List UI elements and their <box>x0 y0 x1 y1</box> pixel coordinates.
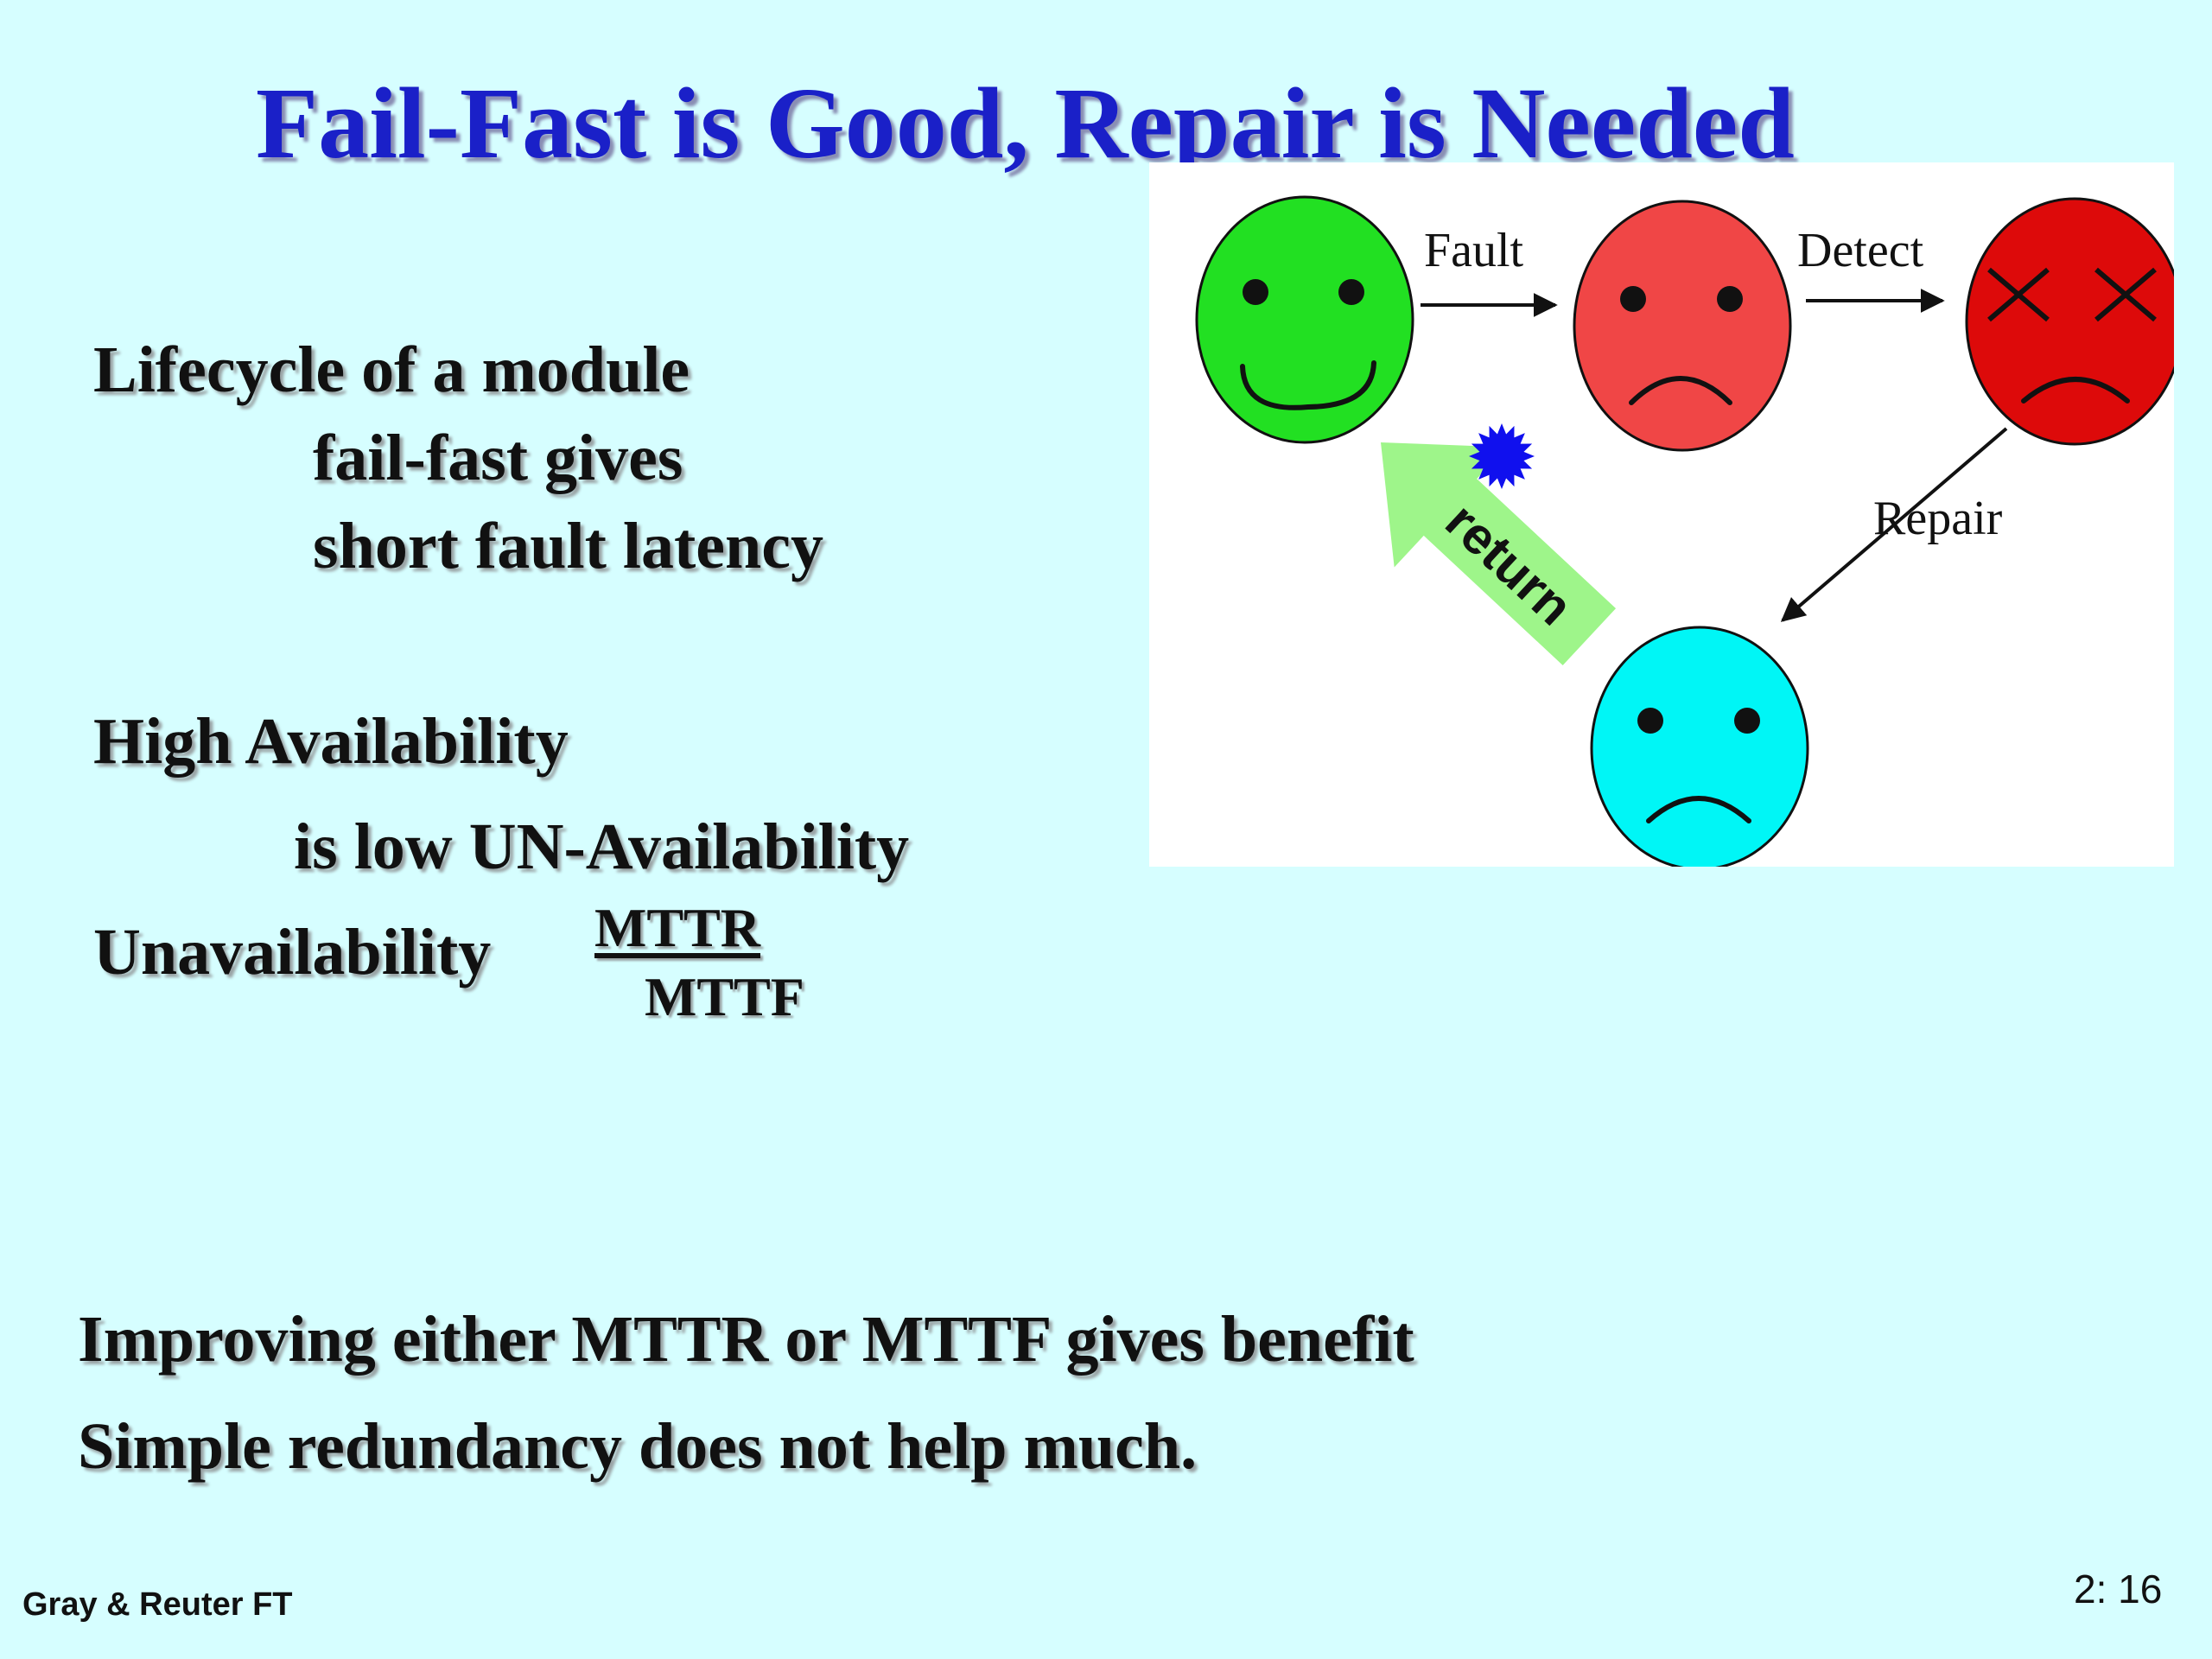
low-unavailability-text: is low UN-Availability <box>294 810 910 883</box>
repair-arrow: Repair <box>1780 427 2008 622</box>
simple-redundancy-text: Simple redundancy does not help much. <box>78 1410 1198 1483</box>
dead-face <box>1965 197 2174 446</box>
page-number: 2: 16 <box>2074 1567 2163 1611</box>
faulty-face <box>1573 200 1792 452</box>
high-availability-text: High Availability <box>93 705 569 778</box>
fault-arrow: Fault <box>1421 224 1558 317</box>
slide-title: Fail-Fast is Good, Repair is Needed <box>256 67 1795 180</box>
lifecycle-diagram: Fault Detect Repair return <box>1149 162 2174 867</box>
detect-label: Detect <box>1797 224 1924 277</box>
fail-fast-gives-text: fail-fast gives <box>313 422 683 494</box>
fraction-numerator: MTTR <box>594 897 760 958</box>
improving-text: Improving either MTTR or MTTF gives bene… <box>78 1303 1414 1376</box>
working-face <box>1195 195 1414 444</box>
lifecycle-text: Lifecycle of a module <box>93 334 690 406</box>
repair-label: Repair <box>1873 492 2003 545</box>
repaired-face <box>1590 626 1809 867</box>
detect-arrow: Detect <box>1797 224 1945 313</box>
starburst-icon <box>1469 423 1535 489</box>
short-fault-latency-text: short fault latency <box>313 510 824 582</box>
return-arrow: return <box>1381 442 1617 665</box>
footer-source: Gray & Reuter FT <box>22 1586 293 1623</box>
fraction-denominator: MTTF <box>645 966 804 1027</box>
fault-label: Fault <box>1424 224 1524 277</box>
unavailability-text: Unavailability <box>93 916 492 988</box>
